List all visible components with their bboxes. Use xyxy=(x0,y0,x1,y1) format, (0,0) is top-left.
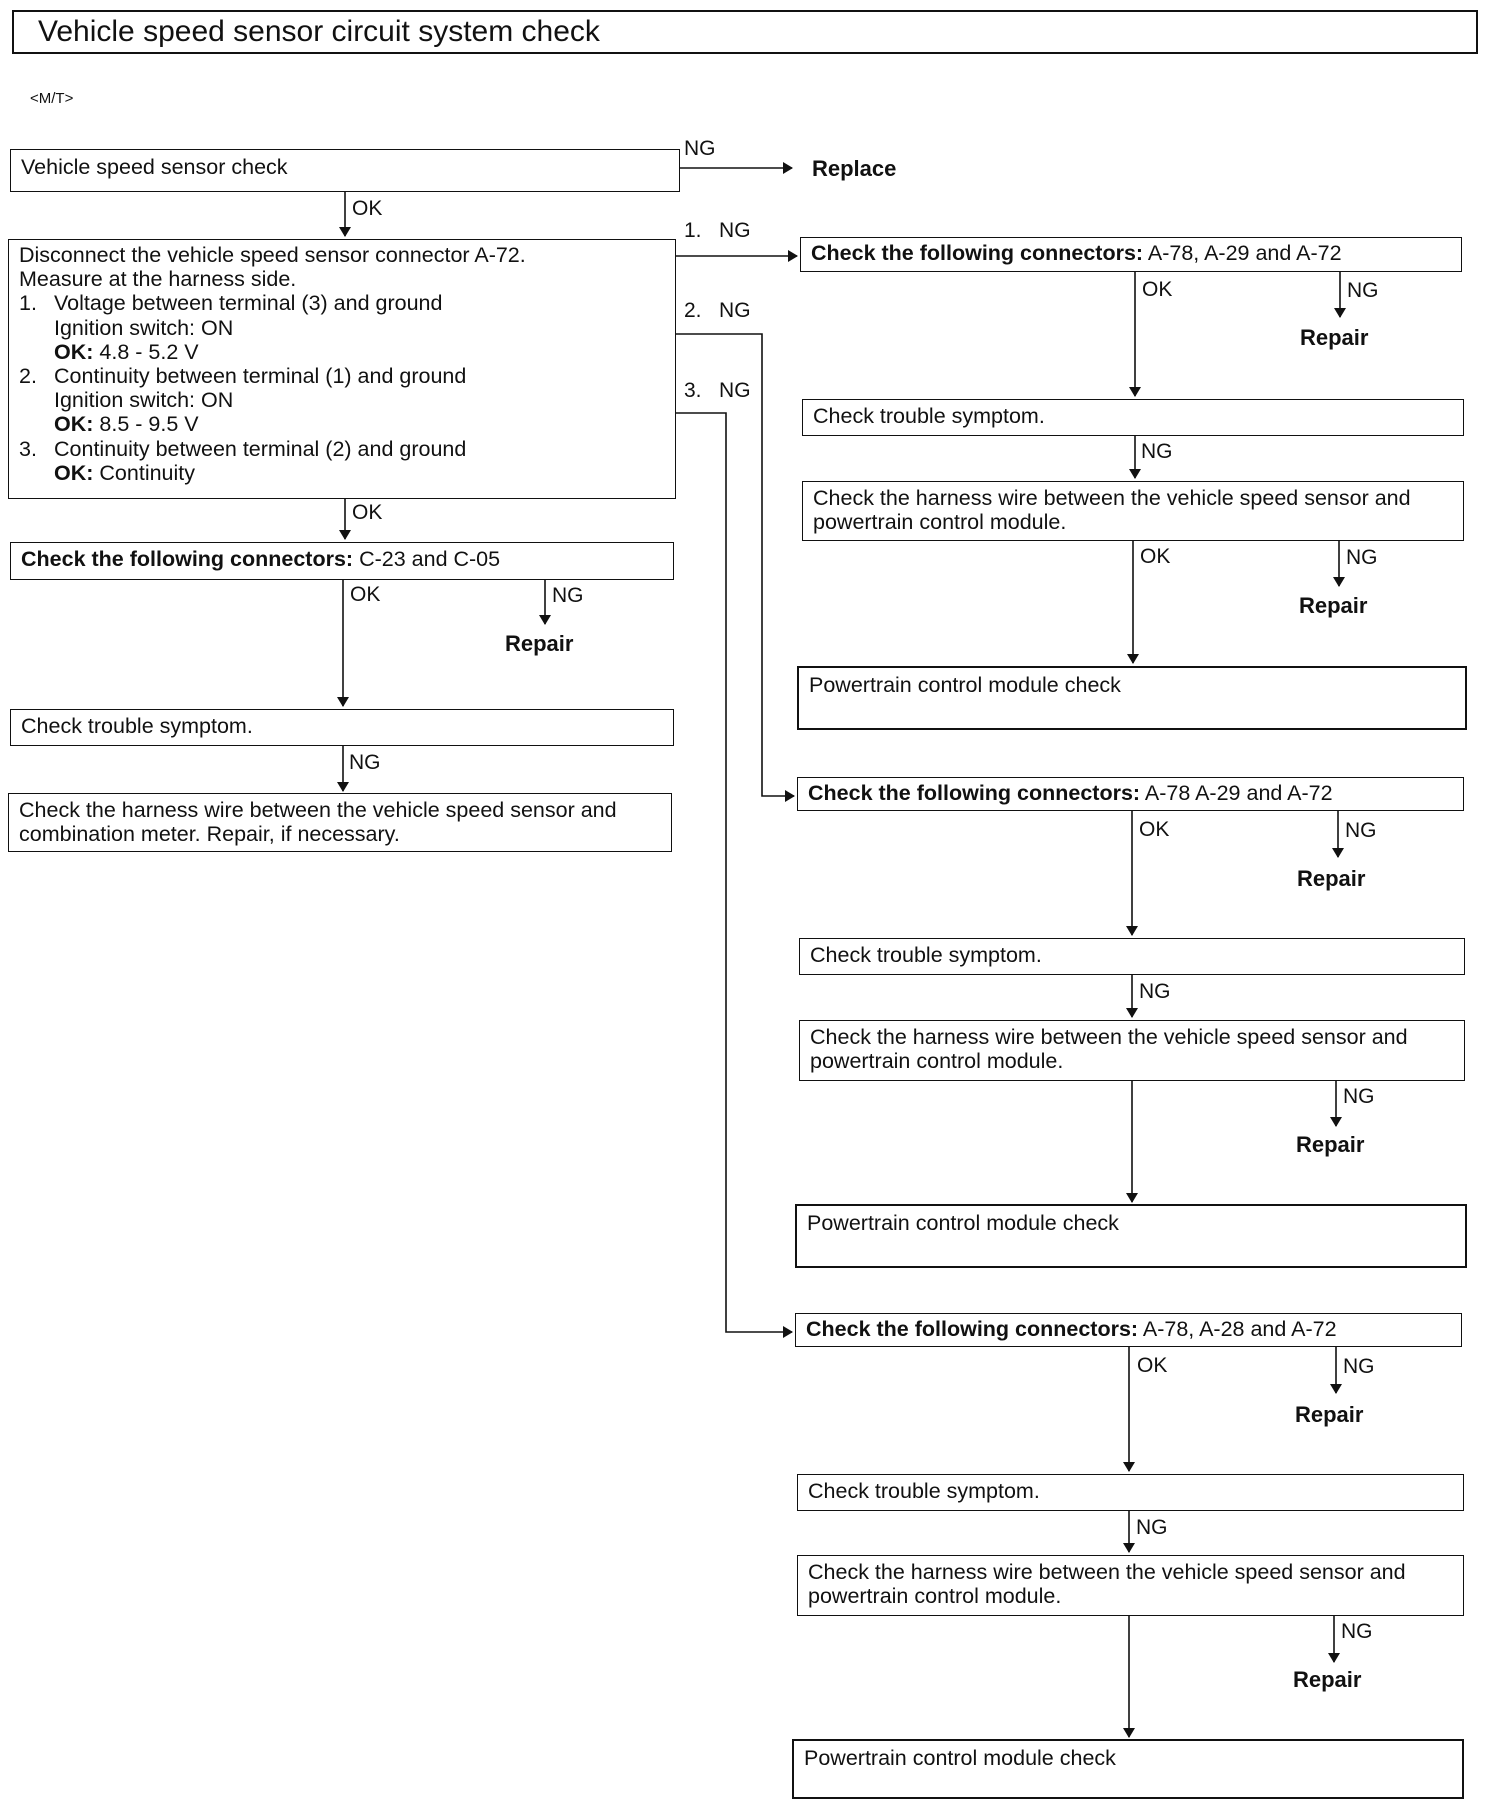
ng-label-trouble-left: NG xyxy=(349,751,381,774)
connectors-c23-key: Check the following connectors: xyxy=(21,547,354,571)
ng-label-sensor: NG xyxy=(684,137,716,160)
item-1-condition: Ignition switch: ON xyxy=(54,315,234,340)
ok-label-disconnect: OK xyxy=(352,501,383,524)
branch-3-ng-label: NG xyxy=(1343,1355,1375,1378)
branch-2-trouble-box: Check trouble symptom. xyxy=(799,938,1465,975)
branch-3-connectors-key: Check the following connectors: xyxy=(806,1317,1139,1341)
item-2-text: Continuity between terminal (1) and grou… xyxy=(54,364,467,389)
branch-3-harness-line-2: powertrain control module. xyxy=(808,1584,1062,1608)
branch-2-connectors-box: Check the following connectors: A-78 A-2… xyxy=(797,777,1464,811)
branch-1-pcm-box: Powertrain control module check xyxy=(797,666,1467,730)
item-2-number: 2. xyxy=(19,364,37,389)
branch-2-ng-trouble-label: NG xyxy=(1139,980,1171,1003)
branch-2-harness-box: Check the harness wire between the vehic… xyxy=(799,1020,1465,1081)
branch-2-harness-line-2: powertrain control module. xyxy=(810,1049,1064,1073)
branch-1-connectors-key: Check the following connectors: xyxy=(811,241,1144,265)
branch-2-pcm-text: Powertrain control module check xyxy=(807,1211,1119,1235)
branch-1-connectors-value: A-78, A-29 and A-72 xyxy=(1147,241,1342,265)
branch-1-repair-2: Repair xyxy=(1299,593,1368,618)
ok-label-c23: OK xyxy=(350,583,381,606)
page-title: Vehicle speed sensor circuit system chec… xyxy=(12,10,1478,54)
branch-1-connectors-box: Check the following connectors: A-78, A-… xyxy=(800,237,1462,272)
item-3-ok-key: OK: xyxy=(54,460,94,485)
item-1-ok-key: OK: xyxy=(54,339,94,364)
branch-3-ng-harness-label: NG xyxy=(1341,1620,1373,1643)
branch-2-harness-line-1: Check the harness wire between the vehic… xyxy=(810,1025,1408,1049)
branch-2-ng-label: NG xyxy=(1345,819,1377,842)
branch-1-harness-box: Check the harness wire between the vehic… xyxy=(802,481,1464,541)
vehicle-speed-sensor-check-box: Vehicle speed sensor check xyxy=(10,149,680,192)
branch-2-ng-harness-label: NG xyxy=(1343,1085,1375,1108)
branch-3-harness-box: Check the harness wire between the vehic… xyxy=(797,1555,1464,1616)
branch-3-connectors-value: A-78, A-28 and A-72 xyxy=(1142,1317,1337,1341)
branch-1-ng-trouble-label: NG xyxy=(1141,440,1173,463)
branch-2-number: 2. xyxy=(684,299,702,322)
item-2-ok-key: OK: xyxy=(54,412,94,437)
transmission-subtitle: <M/T> xyxy=(30,90,74,107)
branch-2-repair-2: Repair xyxy=(1296,1132,1365,1157)
ng-label-c23: NG xyxy=(552,584,584,607)
harness-left-line-1: Check the harness wire between the vehic… xyxy=(19,798,617,822)
item-1-text: Voltage between terminal (3) and ground xyxy=(54,291,443,316)
branch-1-ng-label: NG xyxy=(1347,279,1379,302)
item-1-ok-value: 4.8 - 5.2 V xyxy=(99,339,199,364)
branch-1-harness-line-1: Check the harness wire between the vehic… xyxy=(813,486,1411,510)
harness-left-line-2: combination meter. Repair, if necessary. xyxy=(19,822,400,846)
branch-3-number: 3. xyxy=(684,379,702,402)
item-3-text: Continuity between terminal (2) and grou… xyxy=(54,436,467,461)
branch-2-ng: NG xyxy=(719,299,751,322)
branch-2-repair-1: Repair xyxy=(1297,866,1366,891)
replace-label: Replace xyxy=(812,156,897,181)
item-2-ok-value: 8.5 - 9.5 V xyxy=(99,412,199,437)
branch-1-harness-line-2: powertrain control module. xyxy=(813,510,1067,534)
branch-1-number: 1. xyxy=(684,219,702,242)
repair-label-c23: Repair xyxy=(505,631,574,656)
branch-2-pcm-box: Powertrain control module check xyxy=(795,1204,1467,1268)
connectors-c23-box: Check the following connectors: C-23 and… xyxy=(10,542,674,580)
branch-1-ok-label: OK xyxy=(1142,278,1173,301)
branch-2-label: 2. NG xyxy=(684,300,751,322)
branch-1-pcm-text: Powertrain control module check xyxy=(809,673,1121,697)
vehicle-speed-sensor-check-text: Vehicle speed sensor check xyxy=(21,155,288,179)
branch-3-repair-2: Repair xyxy=(1293,1667,1362,1692)
branch-3-repair-1: Repair xyxy=(1295,1402,1364,1427)
branch-3-ok-label: OK xyxy=(1137,1354,1168,1377)
branch-2-trouble-text: Check trouble symptom. xyxy=(810,943,1042,967)
branch-3-trouble-text: Check trouble symptom. xyxy=(808,1479,1040,1503)
item-2-condition: Ignition switch: ON xyxy=(54,388,234,413)
branch-1-ok-harness-label: OK xyxy=(1140,545,1171,568)
branch-1-ng: NG xyxy=(719,219,751,242)
branch-1-trouble-box: Check trouble symptom. xyxy=(802,399,1464,436)
item-3-number: 3. xyxy=(19,436,37,461)
ok-label-sensor: OK xyxy=(352,197,383,220)
harness-combination-meter-box: Check the harness wire between the vehic… xyxy=(8,793,672,852)
branch-1-repair-1: Repair xyxy=(1300,325,1369,350)
branch-3-trouble-box: Check trouble symptom. xyxy=(797,1474,1464,1511)
branch-3-pcm-box: Powertrain control module check xyxy=(792,1739,1464,1799)
disconnect-line-2: Measure at the harness side. xyxy=(19,267,297,292)
branch-1-label: 1. NG xyxy=(684,220,751,242)
branch-2-connectors-value: A-78 A-29 and A-72 xyxy=(1144,781,1333,805)
branch-2-ok-label: OK xyxy=(1139,818,1170,841)
branch-1-ng-harness-label: NG xyxy=(1346,546,1378,569)
branch-3-pcm-text: Powertrain control module check xyxy=(804,1746,1116,1770)
branch-3-harness-line-1: Check the harness wire between the vehic… xyxy=(808,1560,1406,1584)
disconnect-measure-box: Disconnect the vehicle speed sensor conn… xyxy=(8,239,676,499)
branch-2-connectors-key: Check the following connectors: xyxy=(808,781,1141,805)
branch-3-connectors-box: Check the following connectors: A-78, A-… xyxy=(795,1313,1462,1347)
branch-3-ng: NG xyxy=(719,379,751,402)
connectors-c23-value: C-23 and C-05 xyxy=(359,547,501,571)
trouble-symptom-left-box: Check trouble symptom. xyxy=(10,709,674,746)
disconnect-line-1: Disconnect the vehicle speed sensor conn… xyxy=(19,243,526,267)
item-1-number: 1. xyxy=(19,291,37,316)
branch-3-ng-trouble-label: NG xyxy=(1136,1516,1168,1539)
branch-1-trouble-text: Check trouble symptom. xyxy=(813,404,1045,428)
trouble-symptom-left-text: Check trouble symptom. xyxy=(21,714,253,738)
item-3-ok-value: Continuity xyxy=(99,460,196,485)
branch-3-label: 3. NG xyxy=(684,380,751,402)
